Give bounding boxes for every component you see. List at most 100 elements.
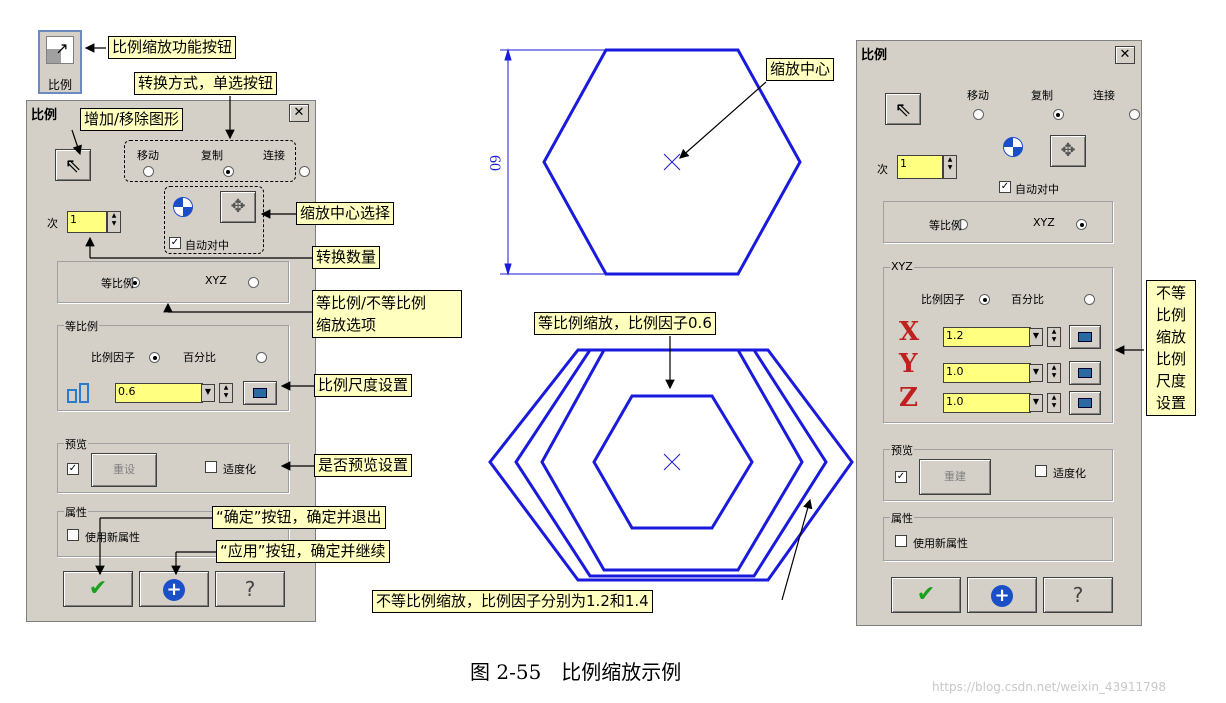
auto-center-checkbox[interactable]: ✓ [999, 181, 1011, 193]
hexagon-original [542, 48, 802, 276]
pointer-icon: ⇖ [894, 97, 912, 121]
y-factor-spinner[interactable]: ▲▼ [1047, 363, 1061, 383]
z-factor-input[interactable]: 1.0 [943, 393, 1031, 413]
radio-move[interactable] [973, 109, 984, 120]
callout-add-remove: 增加/移除图形 [80, 108, 184, 131]
factor-input[interactable]: 0.6 [115, 383, 203, 403]
apply-button[interactable]: + [967, 577, 1037, 613]
attr-caption: 属性 [890, 510, 914, 526]
factor-spinner[interactable]: ▲▼ [219, 383, 233, 403]
count-input[interactable]: 1 [897, 155, 943, 179]
scale-tool-button[interactable]: → 比例 [38, 30, 82, 94]
attr-caption: 属性 [64, 504, 88, 520]
factor-label: 比例因子 [921, 293, 965, 306]
factor-dropdown[interactable]: ▼ [201, 384, 215, 402]
help-button[interactable]: ? [1043, 577, 1113, 613]
preview-checkbox[interactable]: ✓ [895, 471, 907, 483]
radio-uniform[interactable] [957, 219, 969, 230]
radio-factor[interactable] [979, 294, 991, 305]
fit-checkbox[interactable] [205, 461, 217, 473]
callout-scale-button: 比例缩放功能按钮 [108, 36, 237, 59]
y-factor-dropdown[interactable]: ▼ [1029, 364, 1043, 382]
percent-label: 百分比 [1011, 293, 1044, 306]
callout-uniform-option-line1: 等比例/不等比例 [316, 294, 427, 312]
xyz-group: XYZ [883, 260, 1113, 423]
auto-center-label: 自动对中 [1015, 183, 1059, 196]
calculator-icon [1078, 398, 1092, 408]
fit-label: 适度化 [223, 463, 256, 476]
radio-connect[interactable] [1128, 109, 1140, 120]
callout-transform-mode: 转换方式，单选按钮 [134, 72, 278, 95]
radio-percent[interactable] [1083, 294, 1095, 305]
callout-apply-button: “应用”按钮，确定并继续 [216, 540, 390, 563]
apply-button[interactable]: + [139, 571, 209, 607]
auto-center-label: 自动对中 [185, 239, 229, 252]
radio-copy[interactable] [222, 166, 234, 177]
plus-icon: + [991, 585, 1013, 607]
radio-xyz[interactable] [248, 277, 260, 288]
z-factor-dropdown[interactable]: ▼ [1029, 394, 1043, 412]
calculator-icon [253, 388, 267, 398]
help-button[interactable]: ? [215, 571, 285, 607]
count-input[interactable]: 1 [67, 211, 107, 233]
z-factor-spinner[interactable]: ▲▼ [1047, 393, 1061, 413]
scale-ratio-icon [67, 381, 91, 405]
select-pointer-button[interactable]: ⇖ [55, 149, 91, 181]
attr-group: 属性 [883, 510, 1113, 561]
xyz-label: XYZ [1033, 216, 1055, 229]
scale-dialog-right: 比例 ✕ ⇖ 移动 复制 连接 ✥ 次 1 ▲▼ ✓ 自动对中 等比例 XYZ … [856, 40, 1142, 626]
x-calculator-button[interactable] [1069, 325, 1101, 349]
mode-group [883, 201, 1113, 243]
y-calculator-button[interactable] [1069, 361, 1101, 385]
x-factor-spinner[interactable]: ▲▼ [1047, 327, 1061, 347]
xyz-label: XYZ [205, 274, 227, 287]
calculator-icon [1078, 368, 1092, 378]
select-pointer-button[interactable]: ⇖ [885, 93, 921, 125]
radio-xyz[interactable] [1076, 219, 1088, 230]
use-new-attr-checkbox[interactable] [895, 535, 907, 547]
radio-connect[interactable] [298, 166, 310, 177]
count-spinner[interactable]: ▲▼ [943, 155, 957, 179]
radio-move[interactable] [143, 166, 154, 177]
ok-button[interactable]: ✔ [63, 571, 133, 607]
center-icon[interactable] [173, 197, 193, 217]
label-move: 移动 [137, 149, 159, 162]
close-icon[interactable]: ✕ [1115, 46, 1135, 64]
move-center-button[interactable]: ✥ [220, 191, 256, 223]
y-factor-input[interactable]: 1.0 [943, 363, 1031, 383]
center-icon[interactable] [1003, 137, 1023, 157]
use-new-attr-checkbox[interactable] [67, 529, 79, 541]
scale-tool-icon: → [46, 36, 74, 64]
auto-center-checkbox[interactable]: ✓ [169, 237, 181, 249]
callout-uniform-option: 等比例/不等比例 缩放选项 [312, 290, 462, 338]
fit-checkbox[interactable] [1035, 465, 1047, 477]
scale-dialog-left: 比例 ✕ ⇖ 移动 复制 连接 ✥ ✓ 自动对中 次 1 ▲▼ 等比例 XYZ … [26, 100, 316, 622]
help-icon: ? [244, 577, 256, 601]
callout-uniform-scale: 等比例缩放，比例因子0.6 [534, 312, 716, 335]
calculator-button[interactable] [243, 381, 277, 405]
count-spinner[interactable]: ▲▼ [107, 211, 121, 233]
z-calculator-button[interactable] [1069, 391, 1101, 415]
uniform-group-caption: 等比例 [64, 318, 99, 334]
rebuild-button[interactable]: 重建 [919, 459, 991, 495]
dimension-label: 60 [486, 155, 503, 171]
axis-x-icon: X [899, 317, 920, 347]
mode-group [57, 261, 289, 303]
ok-button[interactable]: ✔ [891, 577, 961, 613]
radio-copy[interactable] [1052, 109, 1064, 120]
uniform-label: 等比例 [929, 219, 962, 232]
radio-percent[interactable] [255, 352, 267, 363]
x-factor-dropdown[interactable]: ▼ [1029, 328, 1043, 346]
callout-uniform-option-line2: 缩放选项 [316, 316, 377, 334]
radio-factor[interactable] [149, 352, 161, 363]
radio-uniform[interactable] [129, 277, 141, 288]
attr-group: 属性 [57, 504, 289, 557]
checkmark-icon: ✔ [916, 582, 936, 607]
axis-y-icon: Y [899, 349, 918, 379]
move-center-button[interactable]: ✥ [1050, 135, 1086, 167]
move-arrows-icon: ✥ [230, 196, 246, 217]
preview-checkbox[interactable]: ✓ [67, 463, 79, 475]
reset-button[interactable]: 重设 [91, 453, 157, 487]
x-factor-input[interactable]: 1.2 [943, 327, 1031, 347]
close-icon[interactable]: ✕ [289, 104, 309, 122]
